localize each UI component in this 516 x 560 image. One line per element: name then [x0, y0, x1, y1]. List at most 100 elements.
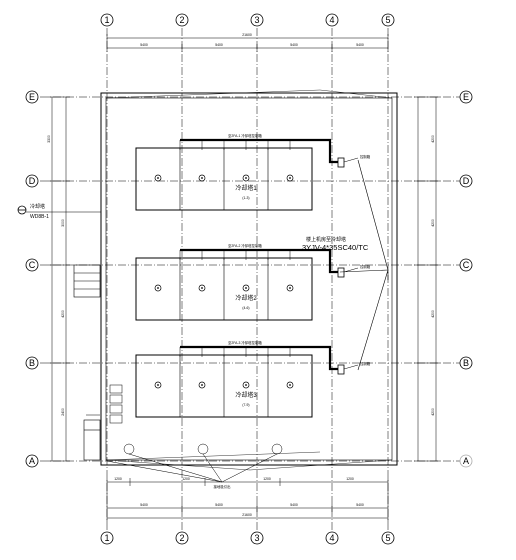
- svg-text:5: 5: [385, 15, 390, 25]
- unit-header-label: 至2FA-3 冷却塔控制箱: [228, 340, 262, 345]
- control-box-label: 控制箱: [360, 154, 371, 159]
- fan-motor-icon: [154, 174, 162, 182]
- svg-text:A: A: [463, 456, 469, 466]
- cable-note: 楼上机房至冷却塔: [306, 236, 346, 243]
- dim-bottom-span-4: 5400: [356, 503, 364, 507]
- dimensions-bottom: [106, 478, 389, 522]
- fan-motor-dot-icon: [201, 384, 203, 386]
- control-box-leader: [343, 364, 359, 370]
- fan-motor-icon: [198, 174, 206, 182]
- fan-motor-icon: [242, 174, 250, 182]
- fan-motor-icon: [286, 174, 294, 182]
- fan-motor-icon: [242, 381, 250, 389]
- fan-motor-icon: [242, 284, 250, 292]
- fan-motor-dot-icon: [289, 384, 291, 386]
- grounding-note: 接地极引出: [214, 484, 232, 489]
- dim-left-span-2: 3000: [61, 219, 65, 227]
- dimensions-top: [106, 34, 389, 52]
- ground-electrode-icon: [197, 443, 209, 455]
- svg-text:C: C: [463, 260, 470, 270]
- axis-bubble-top-3: 3: [250, 13, 264, 27]
- svg-text:A: A: [29, 456, 35, 466]
- control-box-label: 控制箱: [360, 264, 371, 269]
- fan-motor-dot-icon: [201, 287, 203, 289]
- dim-bottom-seg-4: 1200: [346, 477, 354, 481]
- dim-right-span-4: 4200: [431, 408, 435, 416]
- dim-right-span-2: 4200: [431, 219, 435, 227]
- left-feeder-callout: 冷却塔 WD8B-1: [17, 203, 101, 220]
- svg-text:4: 4: [329, 533, 334, 543]
- fan-motor-icon: [154, 284, 162, 292]
- ground-electrode-icon: [123, 443, 135, 455]
- axis-bubble-left-E: E: [25, 90, 39, 104]
- dim-left-span-1: 3300: [47, 135, 51, 143]
- cable-spec: 3YJV-4*35SC40/TC: [302, 243, 369, 252]
- axis-bubble-bottom-4: 4: [325, 531, 339, 545]
- control-box-label: 控制箱: [360, 361, 371, 366]
- svg-text:4: 4: [329, 15, 334, 25]
- fan-motor-icon: [154, 381, 162, 389]
- svg-text:3: 3: [254, 533, 259, 543]
- svg-text:B: B: [29, 358, 35, 368]
- axis-bubble-left-A: A: [25, 454, 39, 468]
- axis-bubbles-top: 1 2 3 4 5: [100, 13, 395, 27]
- unit-sublabel: (4-6): [242, 306, 249, 310]
- feeder-label-top: 冷却塔: [30, 203, 45, 210]
- control-box-leader: [343, 267, 359, 273]
- unit-label: 冷却塔2: [235, 294, 257, 302]
- fan-motor-dot-icon: [157, 287, 159, 289]
- fan-motor-dot-icon: [157, 177, 159, 179]
- grounding-system: [106, 443, 283, 483]
- dim-left-span-3: 4200: [61, 310, 65, 318]
- axis-bubble-bottom-3: 3: [250, 531, 264, 545]
- control-box-leader: [343, 157, 359, 163]
- axis-bubble-right-B: B: [459, 356, 473, 370]
- fan-motor-dot-icon: [201, 177, 203, 179]
- dim-bottom-overall: 21600: [242, 513, 252, 517]
- svg-text:1: 1: [104, 533, 109, 543]
- header-cable: [180, 248, 338, 274]
- fan-motor-dot-icon: [289, 287, 291, 289]
- dim-right-span-1: 4200: [431, 135, 435, 143]
- control-box-icon: [337, 267, 345, 278]
- svg-text:B: B: [463, 358, 469, 368]
- svg-text:3: 3: [254, 15, 259, 25]
- axis-bubble-top-2: 2: [175, 13, 189, 27]
- fan-motor-dot-icon: [245, 177, 247, 179]
- dim-top-overall: 21600: [242, 33, 252, 37]
- axis-bubble-bottom-2: 2: [175, 531, 189, 545]
- ground-electrode-icon: [271, 443, 283, 455]
- fan-motor-icon: [198, 284, 206, 292]
- dim-top-span-2: 5400: [215, 43, 223, 47]
- unit-header-label: 至2FA-1 冷却塔控制箱: [228, 133, 262, 138]
- dim-right-span-3: 4200: [431, 310, 435, 318]
- dim-bottom-seg-1: 1200: [114, 477, 122, 481]
- svg-text:5: 5: [385, 533, 390, 543]
- axis-bubble-right-C: C: [459, 258, 473, 272]
- fan-motor-icon: [198, 381, 206, 389]
- roof-slope-lines: [105, 89, 393, 471]
- dimensions-right: [414, 96, 440, 462]
- unit-label: 冷却塔3: [235, 391, 257, 399]
- header-cable: [180, 345, 338, 371]
- axis-bubbles-left: E D C B A: [25, 90, 39, 468]
- svg-text:D: D: [29, 176, 36, 186]
- fan-motor-dot-icon: [157, 384, 159, 386]
- control-box-icon: [337, 157, 345, 168]
- dim-bottom-span-2: 5400: [215, 503, 223, 507]
- dim-bottom-seg-2: 1200: [182, 477, 190, 481]
- svg-text:E: E: [463, 92, 469, 102]
- dim-bottom-seg-3: 1200: [263, 477, 271, 481]
- header-cable: [180, 138, 338, 164]
- svg-text:2: 2: [179, 533, 184, 543]
- cable-trunk: [339, 159, 389, 371]
- axis-bubble-bottom-1: 1: [100, 531, 114, 545]
- control-box-icon: [337, 364, 345, 375]
- svg-text:1: 1: [104, 15, 109, 25]
- left-panels: [86, 384, 123, 424]
